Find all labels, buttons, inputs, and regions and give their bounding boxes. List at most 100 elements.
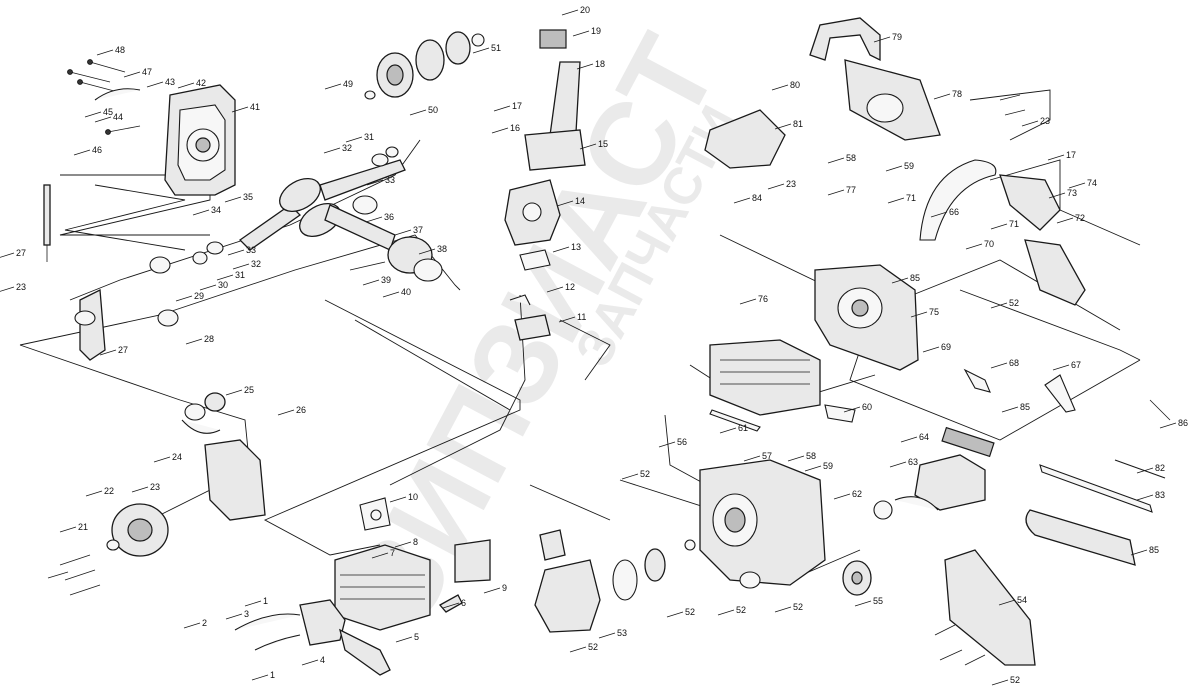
callout-2: 2 — [202, 618, 207, 628]
callout-15: 15 — [598, 139, 608, 149]
callout-35: 35 — [243, 192, 253, 202]
part-clutch-cover — [74, 288, 106, 361]
callout-leader-line — [1047, 154, 1065, 161]
callout-41: 41 — [250, 102, 260, 112]
callout-9: 9 — [502, 583, 507, 593]
callout-78: 78 — [952, 89, 962, 99]
callout-leader-line — [123, 71, 141, 78]
callout-12: 12 — [565, 282, 575, 292]
callout-leader-line — [409, 109, 427, 116]
callout-leader-line — [827, 157, 845, 164]
part-small-screws-right — [934, 94, 1171, 666]
callout-leader-line — [579, 143, 597, 150]
callout-46: 46 — [92, 145, 102, 155]
callout-52: 52 — [685, 607, 695, 617]
callout-leader-line — [887, 197, 905, 204]
callout-43: 43 — [165, 77, 175, 87]
callout-leader-line — [389, 496, 407, 503]
callout-leader-line — [827, 189, 845, 196]
callout-52: 52 — [736, 605, 746, 615]
callout-10: 10 — [408, 492, 418, 502]
part-oil-tank — [873, 426, 995, 520]
callout-19: 19 — [591, 26, 601, 36]
callout-52: 52 — [588, 642, 598, 652]
callout-leader-line — [854, 600, 872, 607]
part-sprocket — [842, 560, 872, 596]
callout-67: 67 — [1071, 360, 1081, 370]
callout-leader-line — [324, 83, 342, 90]
callout-4: 4 — [320, 655, 325, 665]
callout-18: 18 — [595, 59, 605, 69]
callout-leader-line — [556, 200, 574, 207]
callout-leader-line — [183, 622, 201, 629]
callout-59: 59 — [823, 461, 833, 471]
part-hand-guard — [999, 174, 1086, 306]
part-fan-housing-left — [181, 392, 266, 521]
callout-52: 52 — [1009, 298, 1019, 308]
callout-31: 31 — [235, 270, 245, 280]
callout-6: 6 — [461, 598, 466, 608]
callout-47: 47 — [142, 67, 152, 77]
callout-23: 23 — [150, 482, 160, 492]
part-oil-pump-rod — [43, 184, 51, 262]
callout-leader-line — [910, 311, 928, 318]
callout-32: 32 — [251, 259, 261, 269]
callout-leader-line — [491, 127, 509, 134]
callout-64: 64 — [919, 432, 929, 442]
part-front-handle — [919, 159, 997, 241]
callout-leader-line — [804, 465, 822, 472]
callout-14: 14 — [575, 196, 585, 206]
callout-31: 31 — [364, 132, 374, 142]
callout-45: 45 — [103, 107, 113, 117]
callout-leader-line — [1048, 192, 1066, 199]
callout-leader-line — [0, 286, 15, 292]
callout-leader-line — [366, 179, 384, 186]
callout-leader-line — [1068, 182, 1086, 189]
callout-leader-line — [572, 30, 590, 37]
callout-leader-line — [345, 136, 363, 143]
callout-leader-line — [146, 81, 164, 88]
callout-leader-line — [569, 646, 587, 653]
callout-leader-line — [774, 606, 792, 613]
part-clutch-drum — [364, 31, 485, 100]
callout-20: 20 — [580, 5, 590, 15]
callout-leader-line — [889, 461, 907, 468]
callout-85: 85 — [1149, 545, 1159, 555]
callout-85: 85 — [1020, 402, 1030, 412]
callout-leader-line — [1130, 549, 1148, 556]
callout-66: 66 — [949, 207, 959, 217]
callout-26: 26 — [296, 405, 306, 415]
part-chain-brake-lever — [963, 368, 1076, 413]
callout-33: 33 — [246, 245, 256, 255]
callout-leader-line — [365, 216, 383, 223]
callout-leader-line — [1136, 494, 1154, 501]
callout-leader-line — [561, 9, 579, 16]
callout-leader-line — [323, 147, 341, 154]
callout-58: 58 — [806, 451, 816, 461]
callout-85: 85 — [910, 273, 920, 283]
callout-leader-line — [598, 632, 616, 639]
callout-leader-line — [225, 389, 243, 396]
part-air-filter-stack — [524, 29, 586, 171]
callout-17: 17 — [512, 101, 522, 111]
callout-58: 58 — [846, 153, 856, 163]
callout-leader-line — [1001, 406, 1019, 413]
callout-leader-line — [1021, 120, 1039, 127]
callout-79: 79 — [892, 32, 902, 42]
callout-leader-line — [787, 455, 805, 462]
callout-leaders — [0, 9, 1177, 686]
callout-leader-line — [177, 82, 195, 89]
callout-72: 72 — [1075, 213, 1085, 223]
callout-leader-line — [767, 183, 785, 190]
part-flywheel — [106, 503, 169, 557]
part-crankcase-right — [814, 264, 919, 371]
callout-8: 8 — [413, 537, 418, 547]
callout-71: 71 — [906, 193, 916, 203]
part-crankshaft — [238, 159, 406, 251]
callout-1: 1 — [270, 670, 275, 680]
callout-leader-line — [244, 600, 262, 607]
callout-84: 84 — [752, 193, 762, 203]
callout-leader-line — [998, 599, 1016, 606]
callout-7: 7 — [390, 548, 395, 558]
callout-leader-line — [843, 406, 861, 413]
